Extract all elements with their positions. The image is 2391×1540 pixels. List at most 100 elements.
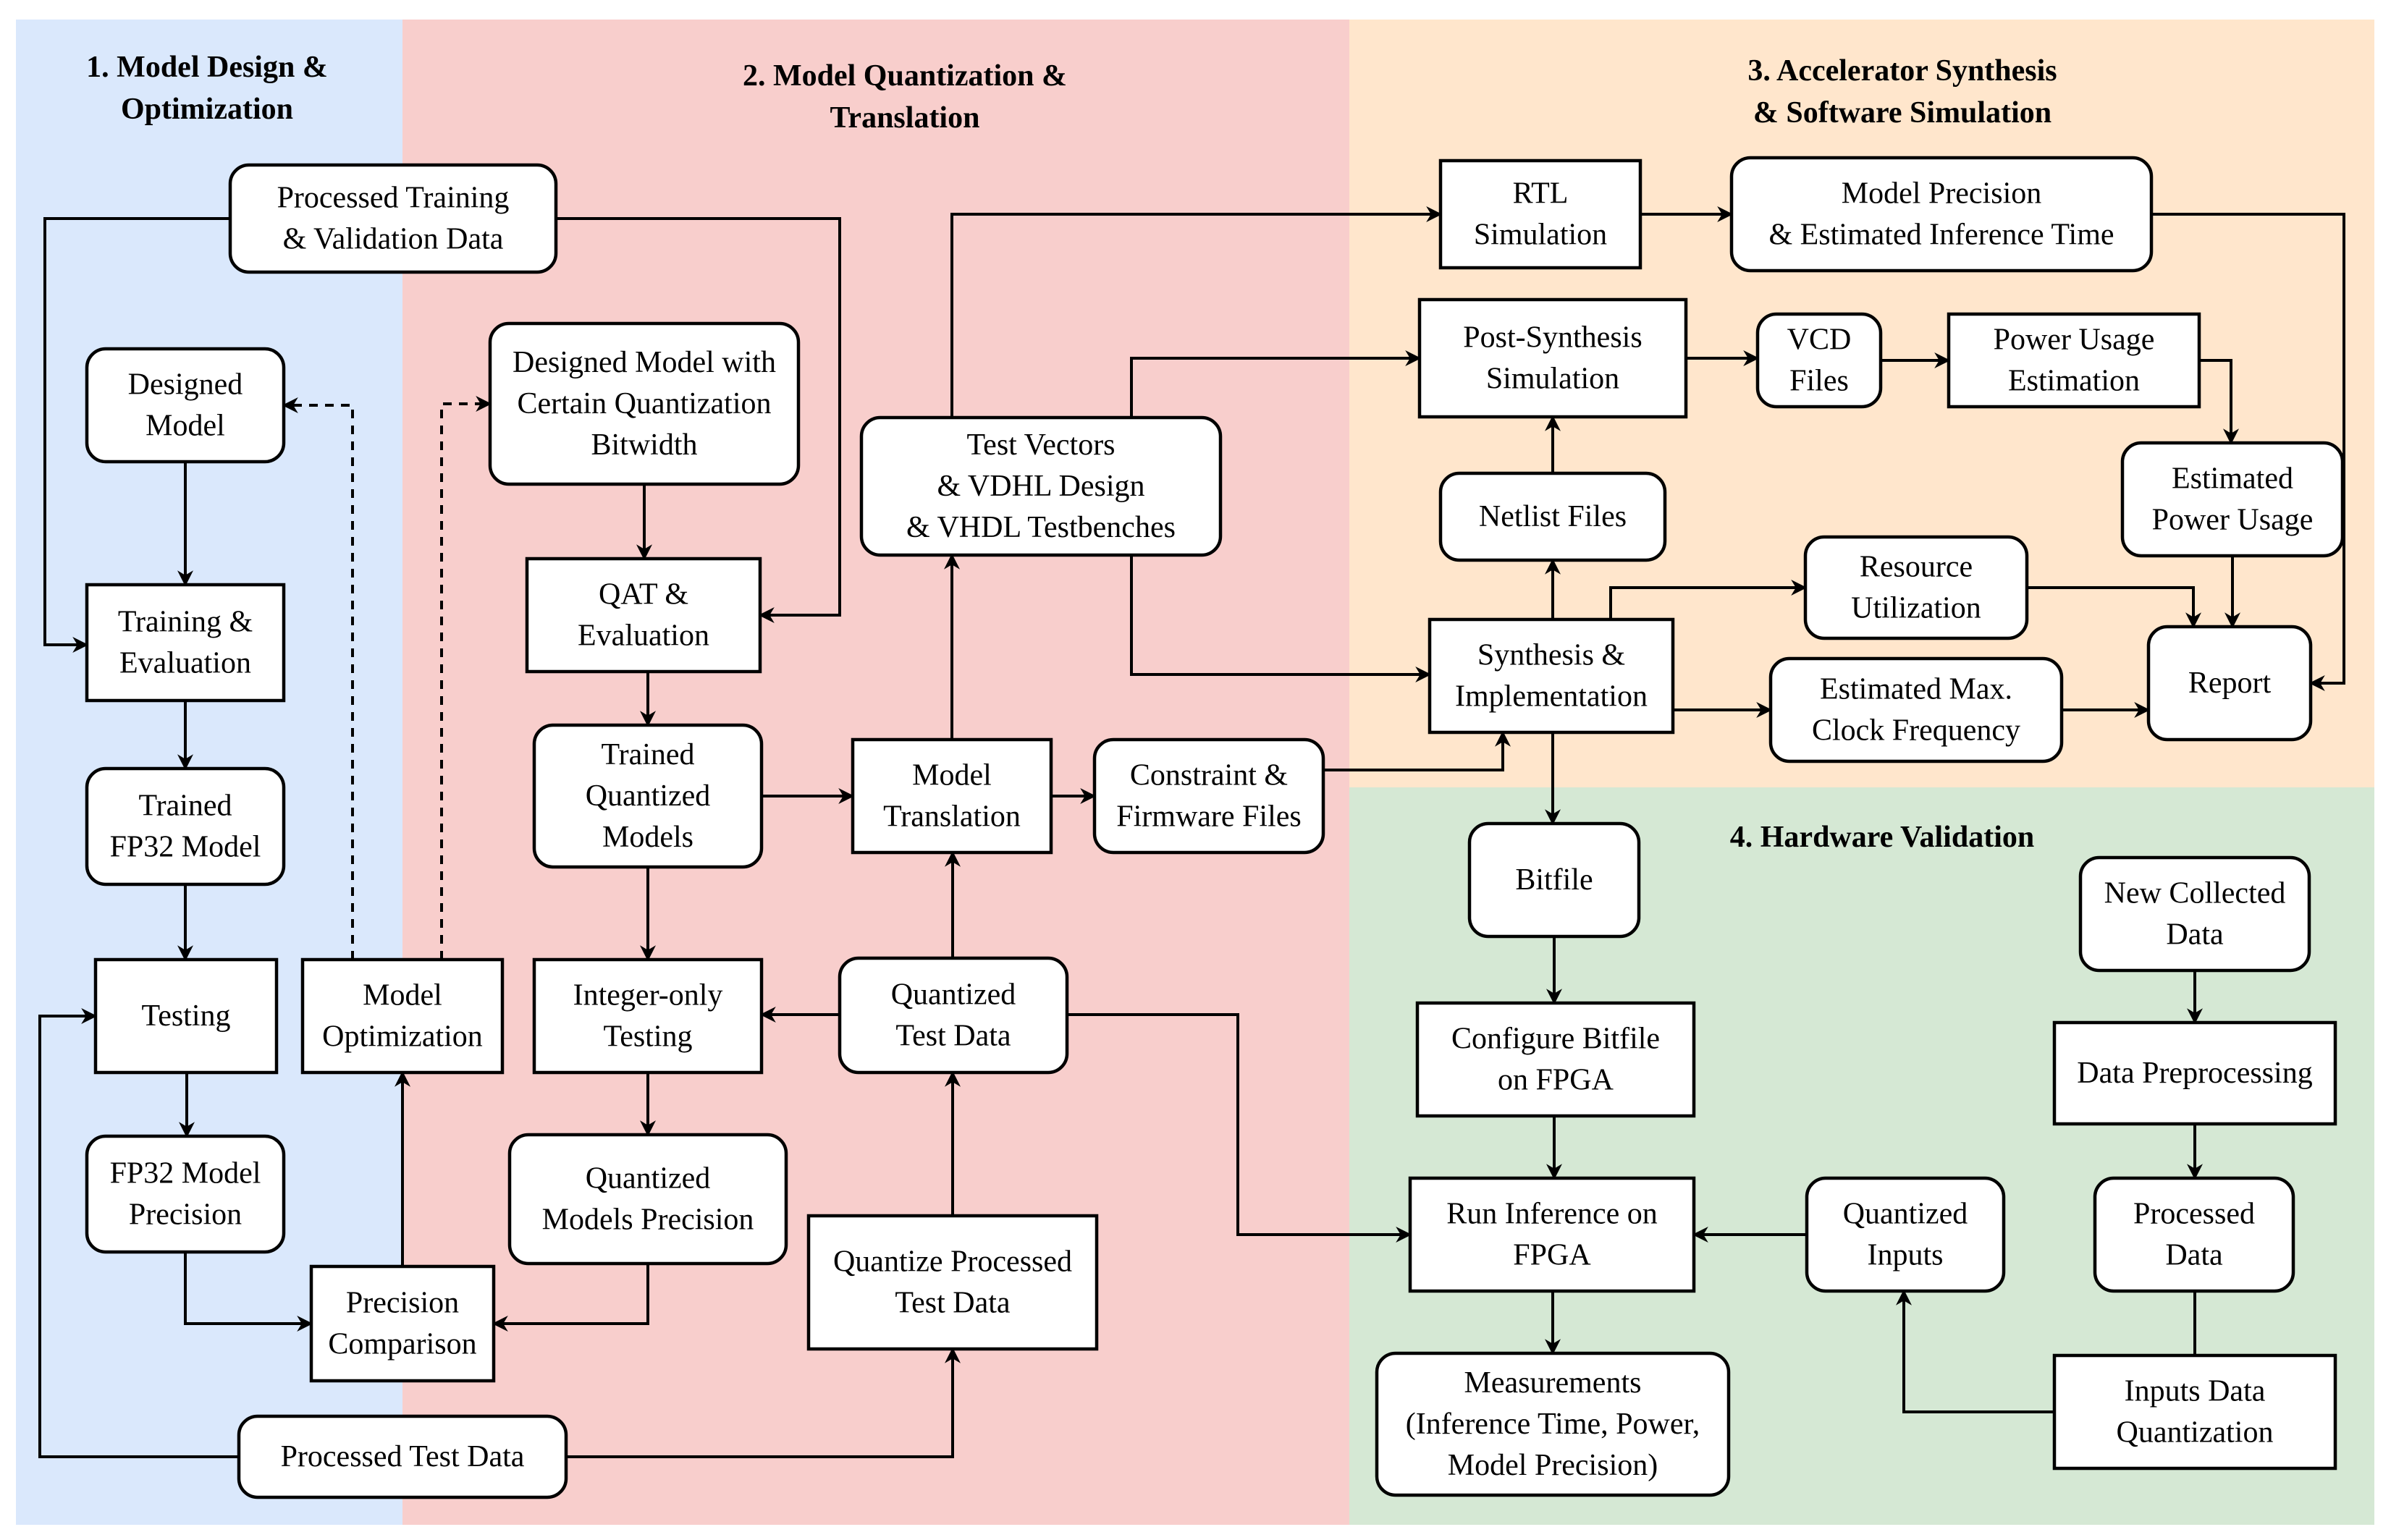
integer-testing-box [532,957,764,1075]
training-eval-label: Training & [118,606,253,639]
qat-eval-label: QAT & [599,578,688,612]
resource-util-label: Utilization [1851,592,1981,625]
processed-data-label: Processed [2133,1198,2255,1231]
inputs-quantization-box [2052,1353,2337,1471]
test-vectors-label: & VHDL Testbenches [906,511,1176,544]
quantized-test-data-box [838,956,1069,1075]
bitfile-node: Bitfile [1467,821,1641,939]
edge-ptd-to-quantize [566,1347,961,1458]
quantize-processed-label: Test Data [895,1287,1011,1320]
edge-pt-to-qat [556,217,841,623]
designed-model-quant-label: Certain Quantization [517,387,771,420]
report-node: Report [2146,625,2313,742]
edge-tv-to-synthesis [1130,555,1432,682]
quantized-precision-label: Quantized [586,1162,711,1196]
trained-quantized-box [532,723,764,869]
measurements-box [1375,1351,1731,1497]
quantized-inputs-label: Inputs [1868,1239,1944,1272]
processed-training-label: & Validation Data [283,223,504,256]
new-data-label: New Collected [2104,877,2286,910]
test-vectors-node: Test Vectors& VDHL Design& VHDL Testbenc… [859,415,1223,557]
quantized-test-data-label: Quantized [891,978,1016,1012]
data-preprocessing-box [2052,1020,2337,1126]
netlist-label: Netlist Files [1479,500,1627,533]
configure-bitfile-label: Configure Bitfile [1451,1023,1660,1056]
netlist-box [1438,471,1667,562]
rtl-sim-box [1438,158,1643,270]
vcd-files-box [1755,312,1883,409]
quantized-precision-box [507,1133,788,1266]
constraint-files-label: Constraint & [1130,759,1288,792]
rtl-sim-label: Simulation [1474,219,1607,252]
edge-model-precision-to-report [2151,213,2345,691]
edges [38,206,2345,1458]
max-clock-box [1768,656,2064,763]
quantize-processed-box [806,1214,1099,1351]
model-translation-label: Translation [883,800,1021,834]
max-clock-label: Clock Frequency [1812,714,2020,748]
trained-fp32-label: FP32 Model [110,831,261,864]
configure-bitfile-label: on FPGA [1498,1064,1614,1097]
model-precision-time-box [1729,156,2154,273]
run-inference-box [1408,1176,1696,1293]
processed-training-label: Processed Training [277,182,510,215]
nodes: Processed Training& Validation DataDesig… [85,156,2345,1499]
model-translation-label: Model [912,759,992,792]
configure-bitfile-box [1415,1001,1696,1118]
integer-testing-label: Integer-only [573,979,723,1012]
report-label: Report [2188,667,2272,700]
synthesis-box [1428,617,1675,735]
vcd-files-label: VCD [1787,323,1852,357]
bitfile-label: Bitfile [1515,863,1593,897]
power-estimation-box [1947,312,2201,409]
section-1-title-line: 1. Model Design & [86,51,328,84]
resource-util-label: Resource [1860,551,1973,584]
quantized-precision-label: Models Precision [542,1203,754,1237]
edge-pt-to-training [43,217,230,653]
processed-data-label: Data [2165,1239,2223,1272]
edge-tv-to-postsynth [1130,350,1422,418]
model-optimization-label: Optimization [322,1020,483,1054]
new-data-label: Data [2166,918,2224,952]
new-data-box [2078,855,2311,973]
vcd-files-label: Files [1789,365,1849,398]
constraint-files-label: Firmware Files [1116,800,1301,834]
model-optimization-box [300,957,505,1075]
power-estimation-label: Power Usage [1994,323,2155,357]
quantized-test-data-label: Test Data [895,1020,1011,1053]
trained-fp32-label: Trained [138,790,232,823]
power-estimation-label: Estimation [2008,365,2140,398]
processed-test-data-box [237,1414,568,1499]
quantized-inputs-label: Quantized [1843,1198,1968,1231]
processed-training-box [228,163,558,274]
qat-eval-node: QAT &Evaluation [525,557,762,674]
training-eval-label: Evaluation [119,647,251,680]
report-box [2146,625,2313,742]
processed-test-data-label: Processed Test Data [281,1440,525,1473]
testing-box [93,957,279,1075]
precision-comparison-label: Precision [346,1287,459,1320]
estimated-power-label: Estimated [2172,462,2293,496]
section-1-title: 1. Model Design &Optimization [86,51,328,126]
synthesis-label: Synthesis & [1477,639,1625,672]
bitfile-box [1467,821,1641,939]
fp32-precision-label: FP32 Model [110,1157,261,1190]
trained-quantized-label: Models [602,821,693,854]
testing-node: Testing [93,957,279,1075]
processed-test-data-node: Processed Test Data [237,1414,568,1499]
edge-qtd-to-run [1067,1013,1412,1243]
section-3-title-line: & Software Simulation [1753,96,2051,130]
